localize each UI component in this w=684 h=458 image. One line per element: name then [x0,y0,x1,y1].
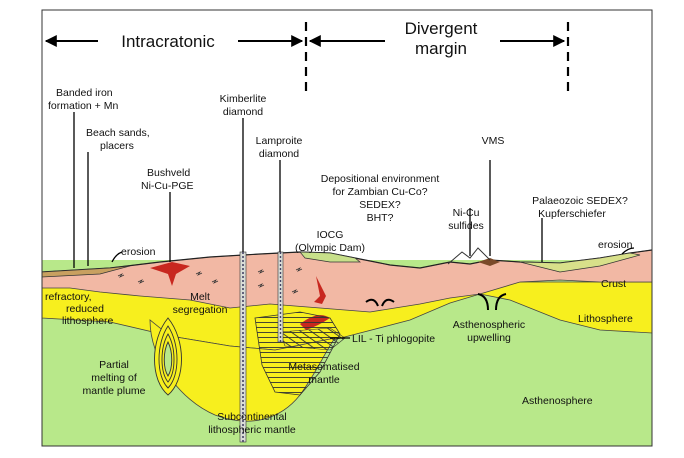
crust-texture [117,267,303,294]
divergent-label-2: margin [415,39,467,58]
kimberlite-label-2: diamond [223,106,263,118]
upwelling-label-1: Asthenospheric [453,319,525,331]
sediment-iocg [299,251,361,263]
palaeozoic-label-1: Palaeozoic SEDEX? [532,195,628,207]
melt-label-1: Melt [190,291,210,303]
iocg-label-1: IOCG [317,229,344,241]
refractory-label-1: refractory, [45,291,91,303]
refractory-label-3: lithosphere [62,315,114,327]
bushveld-intrusion [150,262,190,286]
lil-phlogopite-zone [279,327,346,351]
subcontinental-label-2: lithospheric mantle [208,424,296,436]
pointer-lines [73,112,635,339]
metasomatised-label-1: Metasomatised [288,361,359,373]
iocg-label-2: (Olympic Dam) [295,242,365,254]
melt-label-2: segregation [173,304,228,316]
partial-label-3: mantle plume [82,385,145,397]
erosion-left-label: erosion [121,246,156,258]
bushveld-label-1: Bushveld [147,167,190,179]
divergent-label-1: Divergent [405,19,478,38]
lamproite-label-1: Lamproite [256,135,303,147]
bushveld-label-2: Ni-Cu-PGE [141,180,194,192]
beach-sands-label-1: Beach sands, [86,127,150,139]
diagram-frame [41,9,653,447]
vms-label: VMS [482,135,505,147]
banded-iron-label-2: formation + Mn [48,100,118,112]
metasomatised-label-2: mantle [308,374,340,386]
lil-label: LIL - Ti phlogopite [352,333,435,345]
beach-sands-label-2: placers [100,140,134,152]
mantle-plume [154,317,182,396]
erosion-right-label: erosion [598,239,633,251]
nicu-label-2: sulfides [448,220,484,232]
lithosphere-label: Lithosphere [578,313,633,325]
palaeozoic-label-2: Kupferschiefer [538,208,606,220]
sediment-right [519,252,641,273]
partial-label-1: Partial [99,359,129,371]
lamproite-label-2: diamond [259,148,299,160]
nicu-label-1: Ni-Cu [453,207,480,219]
zambian-label-4: BHT? [367,212,394,224]
zambian-label-2: for Zambian Cu-Co? [332,186,427,198]
zambian-label-3: SEDEX? [359,199,401,211]
upwelling-label-2: upwelling [467,332,511,344]
kimberlite-label-1: Kimberlite [220,93,267,105]
nicu-ridge [447,247,491,265]
zambian-label-1: Depositional environment [321,173,440,185]
vms-feature [478,258,500,266]
partial-label-2: melting of [91,372,137,384]
subcontinental-label-1: Subcontinental [217,411,286,423]
intracratonic-label: Intracratonic [121,32,215,51]
crust-label: Crust [601,278,626,290]
asthenosphere-label: Asthenosphere [522,395,593,407]
refractory-label-2: reduced [66,303,104,315]
banded-iron-label-1: Banded iron [56,87,113,99]
upwelling-arrows [365,293,507,311]
iocg-melt [314,276,326,304]
